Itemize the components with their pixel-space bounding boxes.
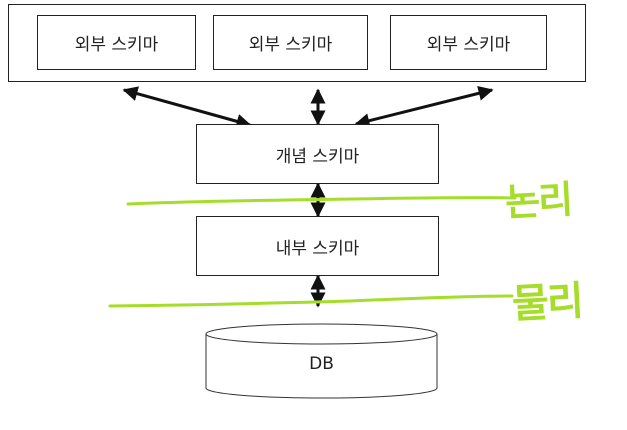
arrow-external-left-to-conceptual	[122, 86, 252, 129]
physical-boundary-line	[108, 294, 514, 308]
logical-boundary-line	[126, 196, 517, 206]
conceptual-schema-box: 개념 스키마	[196, 124, 439, 184]
physical-annotation: 물리	[511, 278, 583, 328]
internal-schema-label: 내부 스키마	[275, 238, 360, 259]
internal-schema-box: 내부 스키마	[196, 216, 439, 276]
logical-annotation: 논리	[504, 177, 573, 225]
external-schema-box-1: 외부 스키마	[37, 15, 196, 70]
external-schema-label-2: 외부 스키마	[248, 35, 333, 55]
external-schema-label-1: 외부 스키마	[74, 35, 159, 55]
conceptual-schema-label: 개념 스키마	[275, 146, 360, 167]
external-schema-box-2: 외부 스키마	[213, 15, 368, 70]
arrow-external-right-to-conceptual	[354, 85, 494, 129]
external-schema-label-3: 외부 스키마	[426, 35, 511, 55]
database-label: DB	[309, 354, 334, 374]
database-cylinder	[205, 323, 438, 399]
external-schema-box-3: 외부 스키마	[390, 15, 547, 70]
